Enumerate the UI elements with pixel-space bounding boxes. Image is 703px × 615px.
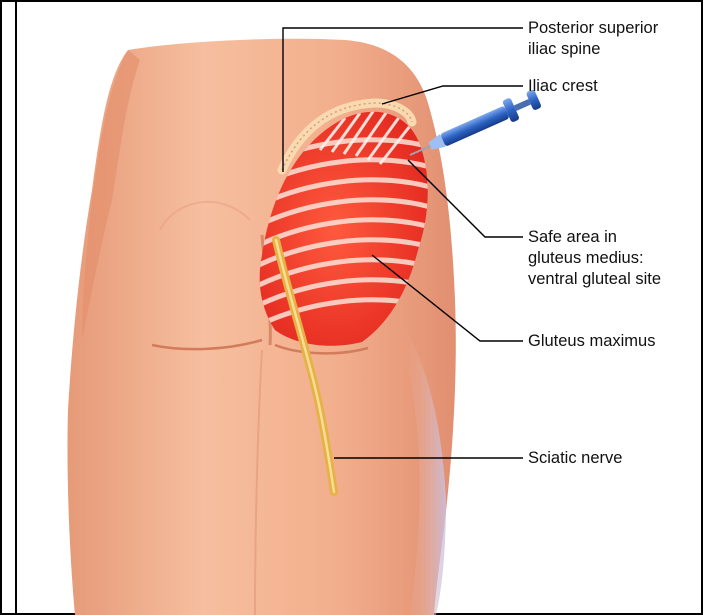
label-gluteus-maximus: Gluteus maximus — [528, 331, 655, 352]
label-sciatic-nerve: Sciatic nerve — [528, 448, 622, 469]
label-iliac-crest: Iliac crest — [528, 76, 598, 97]
label-posterior-superior-iliac-spine: Posterior superior iliac spine — [528, 18, 658, 60]
label-safe-area: Safe area in gluteus medius: ventral glu… — [528, 227, 661, 290]
